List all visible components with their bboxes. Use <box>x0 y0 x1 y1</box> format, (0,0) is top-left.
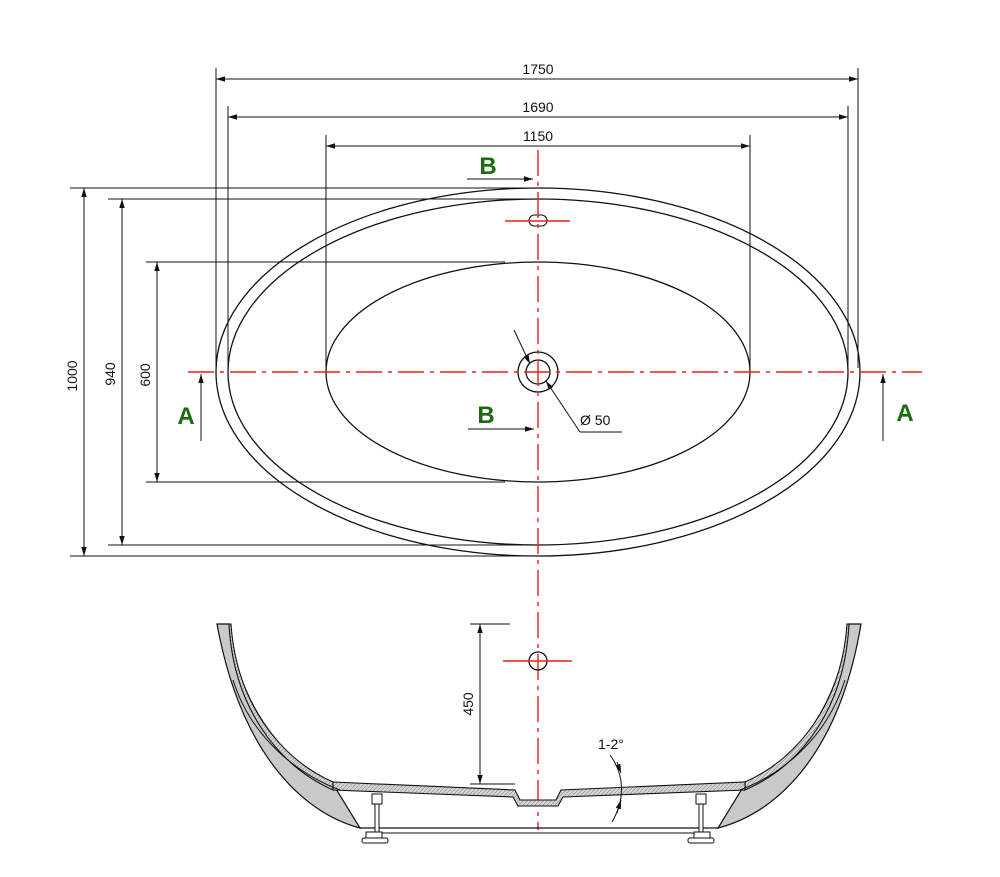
width-outer-label: 1750 <box>522 61 553 77</box>
width-inner-label: 1690 <box>522 99 553 115</box>
height-outer-label: 1000 <box>64 360 80 391</box>
width-dimensions: 1750 1690 1150 <box>215 61 859 368</box>
left-foot <box>361 793 389 844</box>
section-b-top-label: B <box>479 153 496 180</box>
height-dimensions: 1000 940 600 <box>64 187 538 557</box>
depth-label: 450 <box>460 692 476 716</box>
drain-diameter-label: Ø 50 <box>580 412 611 428</box>
drain-diameter-callout: Ø 50 <box>513 329 622 433</box>
left-shell-wall <box>216 623 362 829</box>
section-view: 450 1-2° <box>216 623 862 844</box>
height-inner-label: 940 <box>102 362 118 386</box>
right-foot <box>687 793 715 844</box>
section-a-left-label: A <box>177 403 194 430</box>
height-bottom-label: 600 <box>137 363 153 387</box>
section-a-right-label: A <box>896 400 913 427</box>
right-shell-wall <box>716 623 862 829</box>
bowl-floor <box>332 781 746 807</box>
section-b-bottom-label: B <box>477 402 494 429</box>
width-bottom-label: 1150 <box>523 128 553 144</box>
slope-label: 1-2° <box>598 736 624 752</box>
section-markers: A A B B <box>177 153 914 441</box>
